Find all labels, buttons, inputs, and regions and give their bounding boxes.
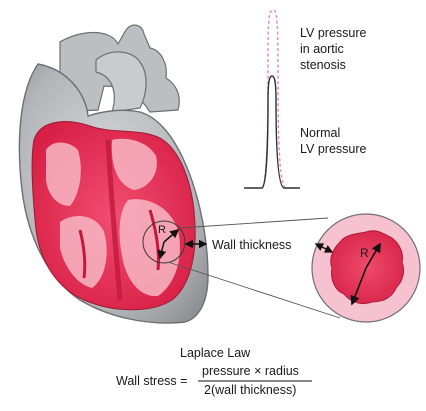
zoom-wall-arrow xyxy=(314,243,334,253)
pulmonary-artery xyxy=(95,51,147,113)
radius-arrow-large-down xyxy=(350,267,367,306)
radius-arrow-small xyxy=(163,229,180,243)
aortic-stenosis-curve xyxy=(261,9,287,189)
magnified-cross-section xyxy=(311,213,421,323)
formula-denominator: 2(wall thickness) xyxy=(204,383,297,397)
pressure-curves xyxy=(244,9,300,189)
zoom-connector-top xyxy=(179,217,329,229)
heart xyxy=(18,24,209,324)
radius-arrow-large-up xyxy=(365,242,381,269)
label-normal-line-1: Normal xyxy=(300,126,341,140)
label-aortic-line-2: in aortic xyxy=(300,42,344,56)
papillary-muscle xyxy=(78,229,87,279)
formula-title: Laplace Law xyxy=(180,346,251,360)
zoom-connector-bottom xyxy=(167,261,341,319)
label-radius-large: R xyxy=(360,246,369,260)
left-atrium xyxy=(111,138,157,190)
papillary-muscle xyxy=(148,209,160,271)
normal-curve xyxy=(244,75,300,189)
left-ventricle xyxy=(119,199,180,297)
label-aortic-line-3: stenosis xyxy=(300,58,346,72)
label-aortic-line-1: LV pressure xyxy=(300,26,367,40)
right-atrium xyxy=(46,142,81,206)
radius-arrow-small-down xyxy=(157,241,167,260)
label-normal-line-2: LV pressure xyxy=(300,142,367,156)
label-radius-small: R xyxy=(158,224,166,236)
lv-focus-region xyxy=(142,220,208,264)
formula-lhs: Wall stress = xyxy=(116,374,188,388)
septum xyxy=(105,139,123,301)
formula-numerator: pressure × radius xyxy=(202,364,299,378)
label-wall-thickness: Wall thickness xyxy=(212,238,292,252)
